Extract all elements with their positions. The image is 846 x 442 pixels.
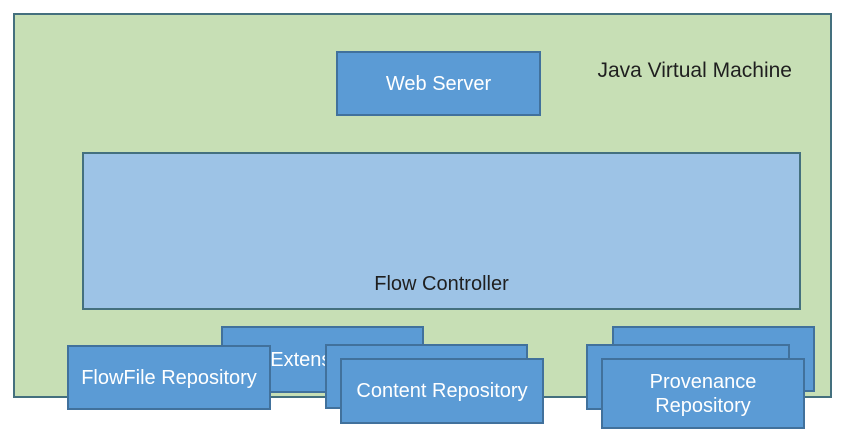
flow-controller-box: Extension 1 Extension N Flow Controller xyxy=(82,152,815,393)
flowfile-repository-box: FlowFile Repository xyxy=(67,345,271,410)
provenance-repository-box: Provenance Repository xyxy=(601,358,805,429)
flow-controller-label: Flow Controller xyxy=(374,273,509,295)
jvm-container-box: Java Virtual Machine Web Server Extensio… xyxy=(13,13,832,398)
jvm-label: Java Virtual Machine xyxy=(597,59,792,82)
content-repository-box: Content Repository xyxy=(340,358,544,424)
web-server-box: Web Server xyxy=(336,51,541,116)
